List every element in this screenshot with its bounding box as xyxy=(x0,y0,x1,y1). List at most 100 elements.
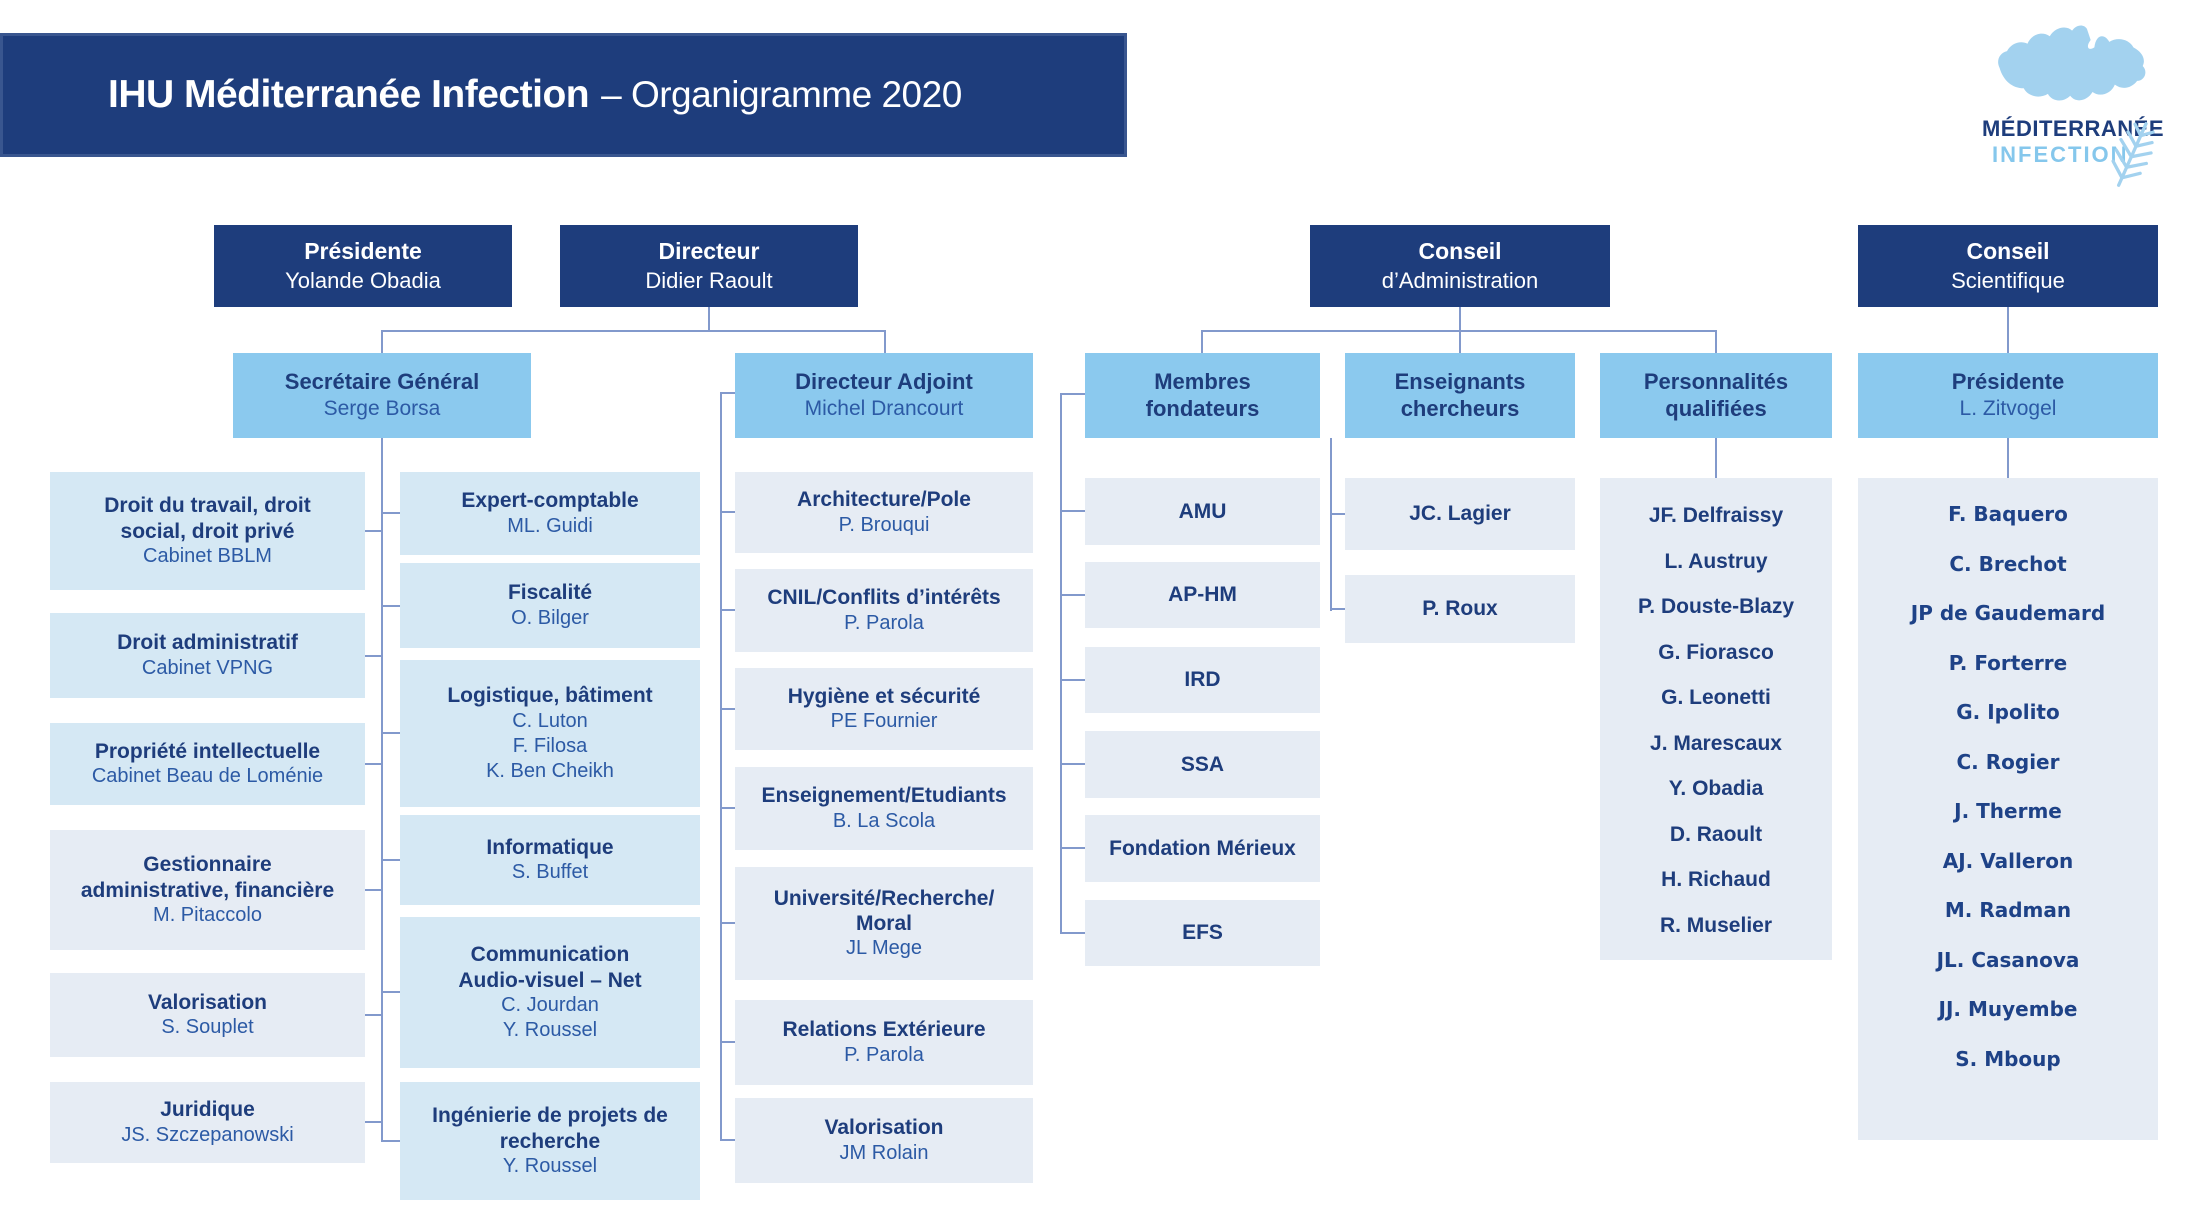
unit-names: M. Pitaccolo xyxy=(153,903,262,928)
logo-text-line2: INFECTION xyxy=(1978,122,2168,187)
mediterranean-map-icon xyxy=(1998,25,2146,101)
unit-person: Cabinet BBLM xyxy=(143,544,272,567)
connector-line xyxy=(884,330,886,353)
connector-line xyxy=(365,889,381,891)
unit-enseignement-etudiants: Enseignement/Etudiants B. La Scola xyxy=(735,767,1033,850)
connector-line xyxy=(381,859,400,861)
unit-names: S. Souplet xyxy=(161,1015,253,1040)
box-conseil-administration: Conseil d’Administration xyxy=(1310,225,1610,307)
unit-title: Fiscalité xyxy=(507,581,593,605)
title-bar: IHU Méditerranée Infection – Organigramm… xyxy=(0,33,1127,157)
box-title: Présidente xyxy=(304,237,422,264)
mediterranee-infection-logo: MÉDITERRANÉE INFECTION xyxy=(1978,18,2168,198)
unit-title: Gestionnaire administrative, financière xyxy=(80,853,335,902)
box-title: Enseignants chercheurs xyxy=(1394,369,1526,421)
box-title: Présidente xyxy=(1951,369,2065,395)
connector-line xyxy=(365,763,381,765)
box-title: Conseil xyxy=(1966,237,2050,264)
unit-names: Cabinet BBLM xyxy=(143,544,272,569)
connector-line xyxy=(1060,679,1085,681)
box-person: Didier Raoult xyxy=(645,267,773,293)
connector-line xyxy=(365,655,381,657)
unit-names: P. Brouqui xyxy=(839,513,930,538)
unit-person: S. Buffet xyxy=(511,861,589,884)
unit-gestionnaire-administrative: Gestionnaire administrative, financière … xyxy=(50,830,365,950)
unit-person: Y. Roussel xyxy=(502,1018,598,1041)
connector-line xyxy=(1060,932,1085,934)
unit-title: Université/Recherche/ Moral xyxy=(773,886,995,935)
box-subtitle: d’Administration xyxy=(1381,267,1539,293)
member-name: C. Rogier xyxy=(1956,749,2060,774)
connector-line xyxy=(720,392,735,394)
box-title: Directeur Adjoint xyxy=(795,369,973,395)
connector-line xyxy=(381,991,400,993)
connector-line xyxy=(720,511,735,513)
member-name: Y. Obadia xyxy=(1668,777,1764,800)
connector-line xyxy=(1330,513,1345,515)
unit-person: B. La Scola xyxy=(832,809,936,832)
unit-names: S. Buffet xyxy=(512,860,588,885)
member-name: R. Muselier xyxy=(1659,913,1773,937)
box-title: Directeur xyxy=(658,237,760,264)
member-name: JJ. Muyembe xyxy=(1938,997,2078,1021)
unit-person: JS. Szczepanowski xyxy=(121,1123,294,1146)
connector-line xyxy=(365,1121,381,1123)
connector-line xyxy=(1459,307,1461,330)
unit-fiscalite: Fiscalité O. Bilger xyxy=(400,563,700,648)
unit-architecture-pole: Architecture/Pole P. Brouqui xyxy=(735,472,1033,553)
member-name: JP de Gaudemard xyxy=(1910,601,2106,625)
connector-line xyxy=(720,392,722,1141)
box-title: Conseil xyxy=(1418,237,1502,264)
unit-person: F. Filosa xyxy=(512,734,588,757)
connector-line xyxy=(365,1014,381,1016)
unit-title: Logistique, bâtiment xyxy=(447,684,653,708)
connector-line xyxy=(720,922,735,924)
unit-names: O. Bilger xyxy=(511,606,589,631)
connector-line xyxy=(1060,847,1085,849)
connector-line xyxy=(720,609,735,611)
box-title: Membres fondateurs xyxy=(1145,369,1260,421)
box-personnalites-qualifiees: Personnalités qualifiées xyxy=(1600,353,1832,438)
member-name: P. Forterre xyxy=(1948,650,2068,675)
connector-line xyxy=(1715,330,1717,353)
connector-line xyxy=(2007,307,2009,353)
unit-person: O. Bilger xyxy=(511,606,589,629)
page-title: IHU Méditerranée Infection xyxy=(108,73,590,116)
box-person: L. Zitvogel xyxy=(1959,396,2057,420)
member-name: M. Radman xyxy=(1944,898,2072,922)
member-label: EFS xyxy=(1182,921,1223,945)
unit-title: Communication Audio-visuel – Net xyxy=(458,943,642,992)
fern-branch-icon xyxy=(2111,122,2155,187)
connector-line xyxy=(1060,393,1085,395)
member-name: AJ. Valleron xyxy=(1942,848,2074,873)
member-name: G. Ipolito xyxy=(1956,700,2060,724)
unit-juridique: Juridique JS. Szczepanowski xyxy=(50,1082,365,1163)
unit-person: C. Jourdan xyxy=(501,993,599,1016)
member-label: Fondation Mérieux xyxy=(1109,836,1296,860)
unit-title: Juridique xyxy=(160,1098,255,1122)
connector-line xyxy=(720,807,735,809)
box-presidente-conseil-scientifique: Présidente L. Zitvogel xyxy=(1858,353,2158,438)
box-presidente: Présidente Yolande Obadia xyxy=(214,225,512,307)
unit-names: JS. Szczepanowski xyxy=(121,1123,293,1148)
unit-person: Cabinet VPNG xyxy=(141,656,274,679)
connector-line xyxy=(1060,594,1085,596)
unit-person: Cabinet Beau de Loménie xyxy=(91,765,324,788)
connector-line xyxy=(381,1140,400,1142)
member-name: G. Fiorasco xyxy=(1658,640,1774,664)
member-p-roux: P. Roux xyxy=(1345,575,1575,643)
box-subtitle: Scientifique xyxy=(1951,267,2065,293)
unit-title: Architecture/Pole xyxy=(797,488,971,512)
box-conseil-scientifique: Conseil Scientifique xyxy=(1858,225,2158,307)
box-title: Secrétaire Général xyxy=(284,369,480,395)
member-name: S. Mboup xyxy=(1955,1046,2061,1071)
connector-line xyxy=(708,307,710,331)
unit-person: M. Pitaccolo xyxy=(153,903,262,926)
box-membres-fondateurs: Membres fondateurs xyxy=(1085,353,1320,438)
member-label: SSA xyxy=(1180,752,1225,776)
